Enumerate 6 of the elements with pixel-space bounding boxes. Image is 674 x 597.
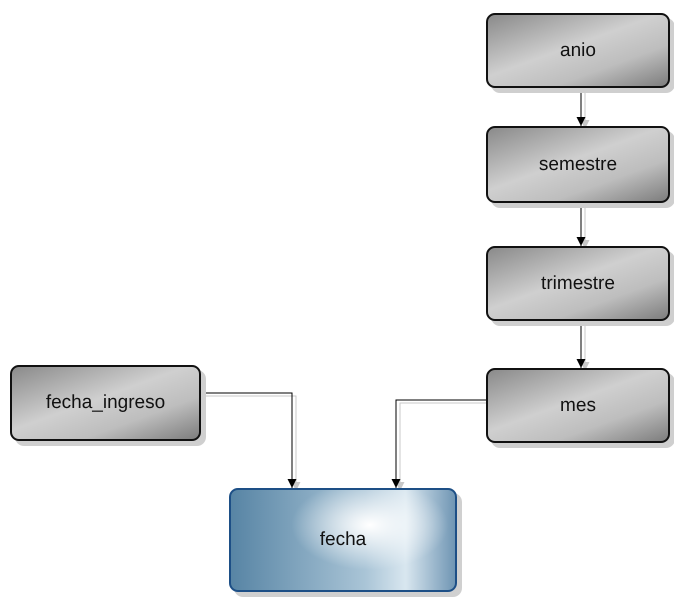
node-label: anio [560,40,596,62]
node-label: fecha [320,529,366,551]
node-label: trimestre [541,272,615,294]
node-label: mes [560,394,596,416]
node-label: fecha_ingreso [46,392,166,414]
node-label: semestre [538,154,618,176]
